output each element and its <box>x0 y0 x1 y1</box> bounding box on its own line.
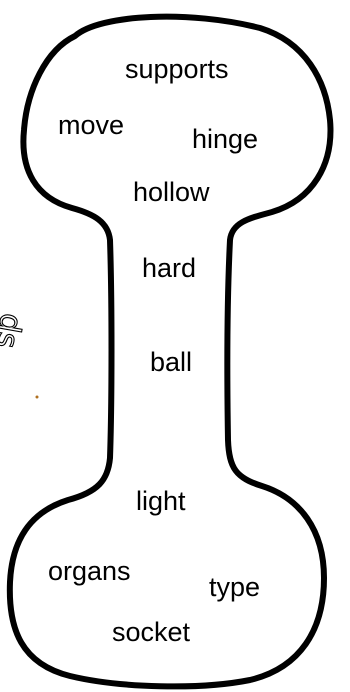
side-handwriting-fragment: ds <box>0 311 29 351</box>
word-organs: organs <box>48 556 131 586</box>
word-move: move <box>58 110 124 140</box>
word-hinge: hinge <box>192 124 258 154</box>
stray-dot <box>36 396 39 399</box>
word-ball: ball <box>150 347 192 377</box>
word-supports: supports <box>125 54 229 84</box>
word-light: light <box>136 486 186 516</box>
word-type: type <box>209 572 260 602</box>
word-socket: socket <box>112 617 191 647</box>
word-hollow: hollow <box>133 177 210 207</box>
word-hard: hard <box>142 253 196 283</box>
